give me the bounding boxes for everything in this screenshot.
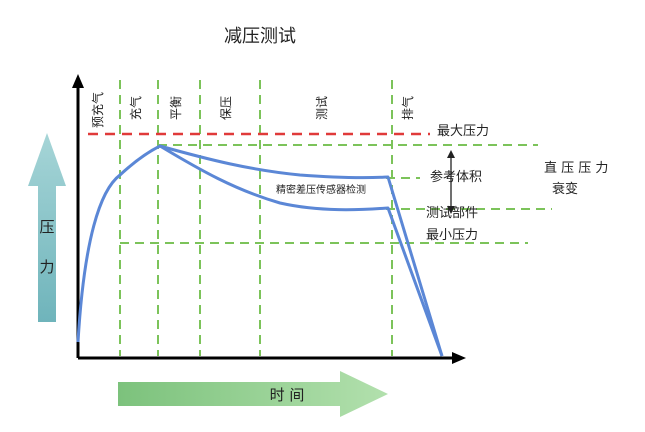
phase-label-balance: 平衡: [169, 96, 183, 120]
decay-arrow: [447, 150, 455, 214]
phase-label-test: 测试: [314, 96, 329, 120]
sensor-label: 精密差压传感器检测: [276, 183, 366, 196]
test-part-curve: [159, 144, 444, 357]
axes: [76, 84, 456, 360]
diagram-title: 减压测试: [224, 26, 296, 47]
guide-lines: [120, 144, 552, 244]
pressure-label-1: 压: [39, 218, 54, 236]
pressure-curves: [76, 144, 444, 357]
test-part-label: 测试部件: [426, 206, 478, 221]
phase-label-precharge: 预充气: [90, 92, 105, 128]
max-pressure-label: 最大压力: [437, 124, 489, 139]
y-axis-arrowhead: [72, 74, 84, 88]
phase-dividers: [119, 80, 393, 356]
reference-volume-label: 参考体积: [430, 169, 482, 185]
time-arrow: [118, 371, 388, 417]
phase-label-exhaust: 排气: [400, 96, 415, 120]
phase-labels: 预充气 充气 平衡 保压 测试 排气: [90, 92, 415, 128]
decay-label-line2: 衰变: [552, 181, 578, 197]
x-axis-arrowhead: [452, 352, 466, 364]
phase-label-hold: 保压: [219, 96, 233, 120]
min-pressure-label: 最小压力: [426, 228, 478, 243]
phase-label-charge: 充气: [128, 96, 143, 120]
pressure-arrow: [28, 133, 66, 322]
decay-label-line1: 直 压 压 力: [544, 161, 608, 176]
pressure-label-2: 力: [39, 258, 54, 276]
time-label: 时 间: [270, 386, 305, 404]
